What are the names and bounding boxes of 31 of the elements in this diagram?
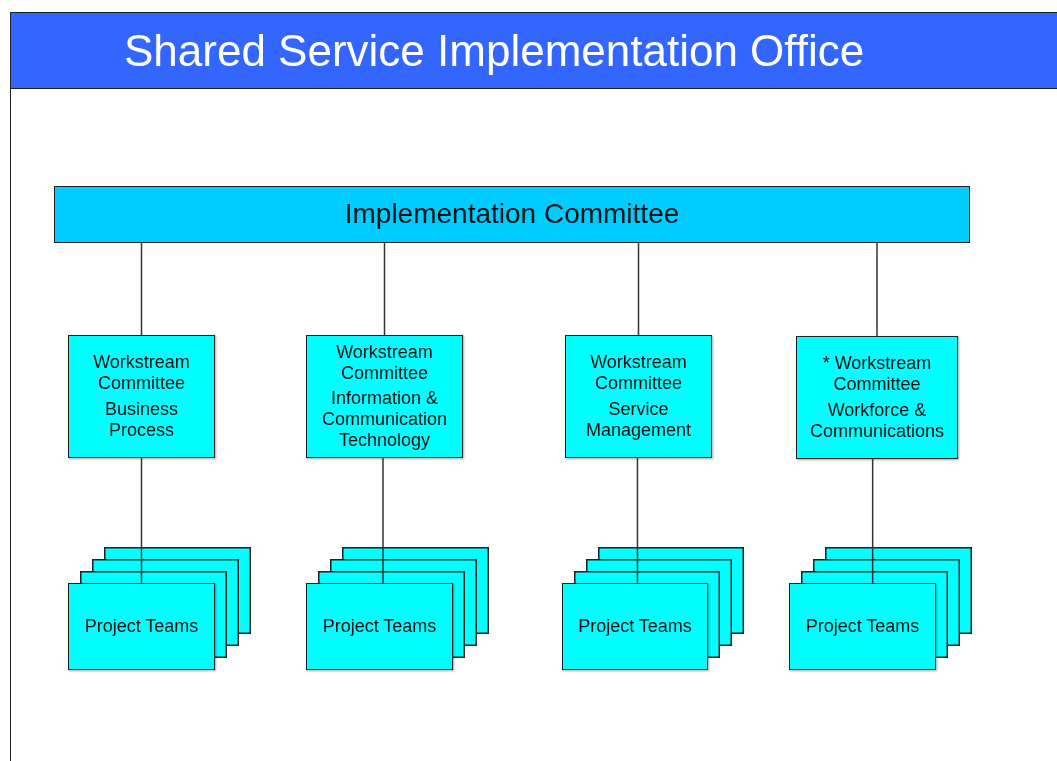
box-text: Workforce & Communications xyxy=(809,399,945,442)
box-text: Business Process xyxy=(103,398,179,441)
connector-line xyxy=(140,457,143,584)
connector-line xyxy=(636,457,639,584)
box-heading: Workstream Committee xyxy=(335,341,434,384)
team-card xyxy=(306,583,453,670)
connector-line xyxy=(140,242,143,336)
box-heading: Implementation Committee xyxy=(344,198,680,231)
box-heading: Project Teams xyxy=(84,615,199,637)
box-heading: * Workstream Committee xyxy=(821,353,933,396)
box-heading: Workstream Committee xyxy=(92,352,191,395)
box-heading: Project Teams xyxy=(578,615,692,637)
connector-line xyxy=(871,458,874,584)
committee-box xyxy=(565,335,712,458)
team-card xyxy=(68,583,215,670)
title: Shared Service Implementation Office xyxy=(124,25,865,76)
team-card xyxy=(789,583,936,670)
committee-box xyxy=(68,335,215,458)
box-text: Information & Communication Technology xyxy=(320,387,449,452)
connector-line xyxy=(876,242,878,337)
box-heading: Workstream Committee xyxy=(589,352,688,395)
box-heading: Project Teams xyxy=(322,615,437,637)
committee-bar xyxy=(54,186,970,243)
team-card xyxy=(562,583,708,670)
connector-line xyxy=(637,242,640,336)
connector-line xyxy=(382,457,384,584)
committee-box xyxy=(306,335,463,458)
connector-line xyxy=(383,242,386,336)
box-heading: Project Teams xyxy=(805,615,920,637)
committee-box xyxy=(796,336,958,459)
box-text: Service Management xyxy=(584,398,693,441)
